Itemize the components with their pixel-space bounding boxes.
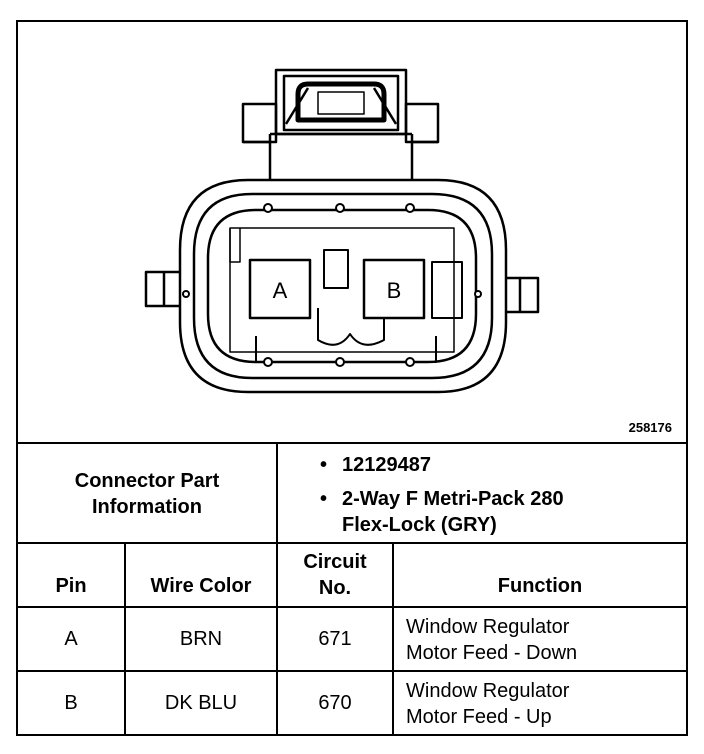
divider	[124, 542, 126, 736]
header-function: Function	[497, 574, 583, 597]
connector-info-label: Connector Part Information	[18, 444, 276, 544]
connector-face-diagram: A B 258176	[18, 22, 686, 442]
row-a-function-line1: Window Regulator	[406, 616, 570, 638]
divider	[18, 670, 686, 672]
divider	[276, 442, 278, 736]
pin-label-a: A	[273, 278, 288, 303]
row-b-function: Window Regulator Motor Feed - Up	[406, 678, 686, 730]
housing-pegs	[182, 203, 482, 367]
divider	[18, 542, 686, 544]
header-wire-color: Wire Color	[150, 574, 252, 597]
header-circuit-line1: Circuit	[303, 551, 367, 573]
row-b-wire-color: DK BLU	[164, 691, 238, 714]
pin-label-b: B	[387, 278, 402, 303]
outer-housing	[178, 178, 508, 394]
terminal-cavity-a	[248, 258, 312, 320]
lock-tab	[241, 68, 440, 184]
connector-info-label-line2: Information	[92, 496, 202, 518]
housing-ring	[192, 192, 494, 380]
figure-number: 258176	[628, 420, 672, 435]
divider	[18, 442, 686, 444]
connector-info-label-line1: Connector Part	[74, 470, 220, 492]
terminal-cavity-b	[362, 258, 426, 320]
row-a-wire-color: BRN	[179, 627, 223, 650]
connector-description-line2: Flex-Lock (GRY)	[342, 514, 497, 536]
header-pin: Pin	[55, 574, 87, 597]
row-a-pin: A	[64, 627, 78, 650]
row-b-pin: B	[64, 691, 78, 714]
connector-info-values: 12129487 2-Way F Metri-Pack 280 Flex-Loc…	[316, 452, 686, 538]
header-circuit-line2: No.	[318, 577, 352, 599]
row-b-circuit: 670	[318, 691, 352, 714]
row-a-circuit: 671	[318, 627, 352, 650]
divider	[392, 542, 394, 736]
row-b-function-line2: Motor Feed - Up	[406, 706, 552, 728]
row-a-function: Window Regulator Motor Feed - Down	[406, 614, 686, 666]
divider	[18, 606, 686, 608]
part-number: 12129487	[316, 452, 686, 478]
row-a-function-line2: Motor Feed - Down	[406, 642, 578, 664]
connector-sheet: A B 258176 Connector Part Information 12…	[16, 20, 688, 736]
connector-description-line1: 2-Way F Metri-Pack 280	[342, 488, 564, 510]
row-b-function-line1: Window Regulator	[406, 680, 570, 702]
header-circuit: Circuit No.	[278, 546, 392, 604]
connector-description: 2-Way F Metri-Pack 280 Flex-Lock (GRY)	[316, 486, 686, 538]
connector-face-drawing: A B	[144, 68, 540, 394]
